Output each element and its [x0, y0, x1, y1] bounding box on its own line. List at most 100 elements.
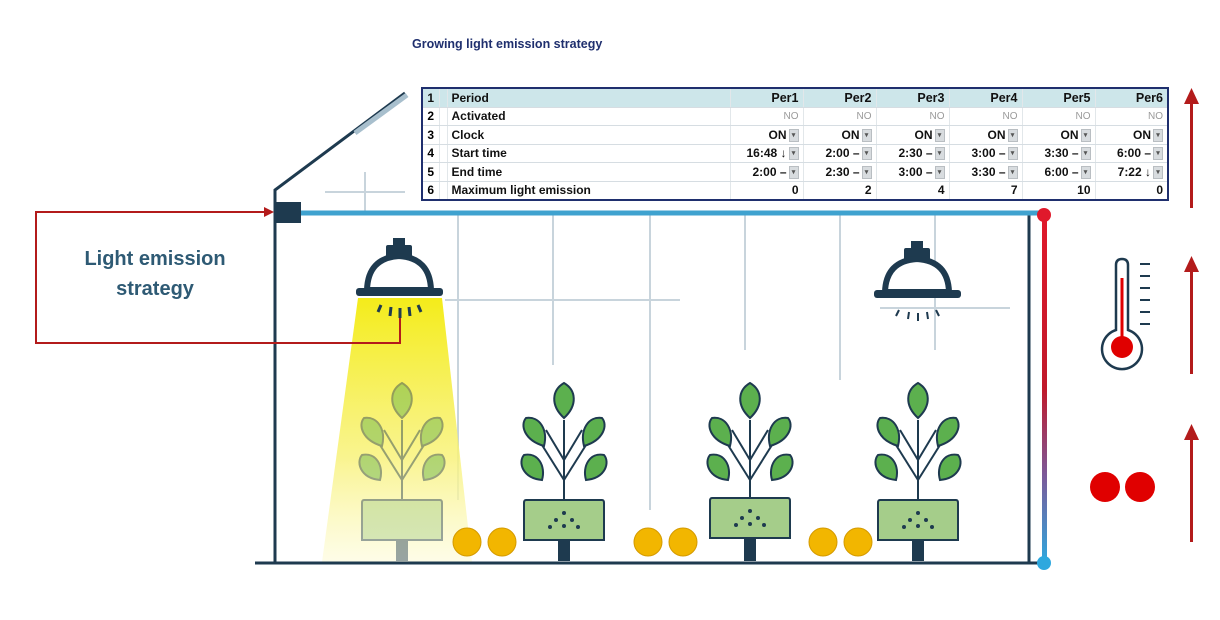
plant-icon-4 — [874, 381, 962, 561]
dropdown-arrow-icon[interactable]: ▾ — [861, 128, 872, 142]
column-header-per3: Per3 — [876, 88, 950, 108]
light-beam — [322, 298, 472, 562]
coin-icon — [808, 527, 838, 557]
coin-group — [452, 527, 873, 557]
activated-cell[interactable]: NO — [949, 107, 1023, 126]
start-time-value: 3:00 – — [971, 146, 1006, 161]
start-time-select[interactable]: 3:00 –▾ — [949, 144, 1023, 163]
dropdown-arrow-icon[interactable]: ▾ — [788, 147, 799, 161]
up-arrow-icon — [1184, 424, 1199, 542]
callout-connector — [35, 211, 401, 344]
up-arrow-icon — [1184, 88, 1199, 208]
dropdown-arrow-icon[interactable]: ▾ — [861, 147, 872, 161]
red-dot-icon — [1090, 472, 1120, 502]
dropdown-arrow-icon[interactable]: ▾ — [934, 128, 945, 142]
dropdown-arrow-icon[interactable]: ▾ — [788, 165, 799, 179]
column-header-per2: Per2 — [803, 88, 877, 108]
dropdown-arrow-icon[interactable]: ▾ — [1153, 147, 1163, 161]
row-index: 3 — [422, 125, 440, 145]
column-header-per1: Per1 — [730, 88, 804, 108]
start-time-value: 16:48 ↓ — [746, 146, 787, 161]
table-row-end-time: 5 End time 2:00 –▾ 2:30 –▾ 3:00 –▾ 3:30 … — [422, 162, 1169, 182]
start-time-value: 6:00 – — [1116, 146, 1151, 161]
max-light-cell[interactable]: 4 — [876, 181, 950, 201]
clock-select[interactable]: ON▾ — [876, 125, 950, 145]
end-time-select[interactable]: 3:30 –▾ — [949, 162, 1023, 182]
diagram-title: Growing light emission strategy — [412, 37, 603, 51]
grow-lamp-on-icon — [356, 238, 443, 318]
end-time-select[interactable]: 3:00 –▾ — [876, 162, 950, 182]
end-time-select[interactable]: 6:00 –▾ — [1022, 162, 1096, 182]
end-time-value: 3:00 – — [898, 164, 933, 179]
end-time-select[interactable]: 2:00 –▾ — [730, 162, 804, 182]
start-time-select[interactable]: 16:48 ↓▾ — [730, 144, 804, 163]
start-time-value: 3:30 – — [1044, 146, 1079, 161]
table-row-start-time: 4 Start time 16:48 ↓▾ 2:00 –▾ 2:30 –▾ 3:… — [422, 144, 1169, 163]
row-index: 4 — [422, 144, 440, 163]
up-arrow-icon — [1184, 256, 1199, 374]
dropdown-arrow-icon[interactable]: ▾ — [1007, 147, 1018, 161]
end-time-value: 2:30 – — [825, 164, 860, 179]
table-row-max-light: 6 Maximum light emission 0 2 4 7 10 0 — [422, 181, 1169, 201]
row-label: End time — [447, 162, 731, 182]
start-time-select[interactable]: 3:30 –▾ — [1022, 144, 1096, 163]
start-time-select[interactable]: 2:30 –▾ — [876, 144, 950, 163]
callout-arrowhead — [264, 207, 274, 217]
start-time-value: 2:30 – — [898, 146, 933, 161]
max-light-cell[interactable]: 10 — [1022, 181, 1096, 201]
end-time-select[interactable]: 2:30 –▾ — [803, 162, 877, 182]
max-light-cell[interactable]: 0 — [730, 181, 804, 201]
max-light-cell[interactable]: 7 — [949, 181, 1023, 201]
clock-select[interactable]: ON▾ — [1022, 125, 1096, 145]
dropdown-arrow-icon[interactable]: ▾ — [934, 147, 945, 161]
row-label: Maximum light emission — [447, 181, 731, 201]
coin-icon — [633, 527, 663, 557]
end-time-value: 7:22 ↓ — [1117, 164, 1151, 179]
dropdown-arrow-icon[interactable]: ▾ — [1080, 147, 1091, 161]
column-header-per5: Per5 — [1022, 88, 1096, 108]
row-index: 6 — [422, 181, 440, 201]
dropdown-arrow-icon[interactable]: ▾ — [1007, 165, 1018, 179]
end-time-select[interactable]: 7:22 ↓▾ — [1095, 162, 1169, 182]
thermometer-icon — [1100, 257, 1150, 371]
dropdown-arrow-icon[interactable]: ▾ — [861, 165, 872, 179]
clock-select[interactable]: ON▾ — [1095, 125, 1169, 145]
end-time-value: 6:00 – — [1044, 164, 1079, 179]
row-label: Activated — [447, 107, 731, 126]
start-time-select[interactable]: 6:00 –▾ — [1095, 144, 1169, 163]
max-light-cell[interactable]: 2 — [803, 181, 877, 201]
row-index: 1 — [422, 88, 440, 108]
dropdown-arrow-icon[interactable]: ▾ — [1080, 128, 1091, 142]
dropdown-arrow-icon[interactable]: ▾ — [788, 128, 799, 142]
plant-icon-2 — [520, 381, 608, 561]
row-label: Clock — [447, 125, 731, 145]
table-row-clock: 3 Clock ON▾ ON▾ ON▾ ON▾ ON▾ ON▾ — [422, 125, 1169, 145]
activated-cell[interactable]: NO — [730, 107, 804, 126]
plant-icon-3 — [706, 381, 794, 561]
row-index: 2 — [422, 107, 440, 126]
clock-select[interactable]: ON▾ — [730, 125, 804, 145]
activated-cell[interactable]: NO — [803, 107, 877, 126]
start-time-select[interactable]: 2:00 –▾ — [803, 144, 877, 163]
activated-cell[interactable]: NO — [876, 107, 950, 126]
activated-cell[interactable]: NO — [1022, 107, 1096, 126]
column-header-per4: Per4 — [949, 88, 1023, 108]
plant-icon-1 — [358, 381, 446, 561]
dropdown-arrow-icon[interactable]: ▾ — [1080, 165, 1091, 179]
activated-cell[interactable]: NO — [1095, 107, 1169, 126]
coin-icon — [668, 527, 698, 557]
coin-icon — [452, 527, 482, 557]
dropdown-arrow-icon[interactable]: ▾ — [1153, 165, 1163, 179]
clock-select[interactable]: ON▾ — [949, 125, 1023, 145]
dropdown-arrow-icon[interactable]: ▾ — [1007, 128, 1018, 142]
clock-value: ON — [841, 127, 860, 142]
end-time-value: 2:00 – — [752, 164, 787, 179]
clock-value: ON — [987, 127, 1006, 142]
pipe-bottom-node — [1037, 556, 1051, 570]
max-light-cell[interactable]: 0 — [1095, 181, 1169, 201]
clock-select[interactable]: ON▾ — [803, 125, 877, 145]
dropdown-arrow-icon[interactable]: ▾ — [934, 165, 945, 179]
dropdown-arrow-icon[interactable]: ▾ — [1153, 128, 1163, 142]
table-header-row: 1 Period Per1 Per2 Per3 Per4 Per5 Per6 — [422, 88, 1169, 108]
